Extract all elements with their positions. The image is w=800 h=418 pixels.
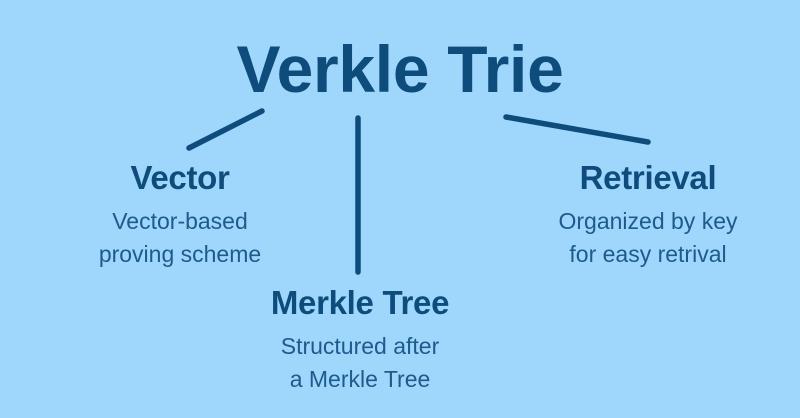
branch-node-vector: Vector Vector-based proving scheme	[30, 158, 330, 271]
branch-description-line: proving scheme	[98, 241, 262, 267]
root-node: Verkle Trie	[0, 34, 800, 104]
branch-description-line: Organized by key	[558, 208, 738, 234]
branch-description-vector: Vector-based proving scheme	[30, 205, 330, 271]
branch-node-merkle: Merkle Tree Structured after a Merkle Tr…	[210, 283, 510, 396]
branch-label-merkle: Merkle Tree	[270, 284, 450, 321]
branch-label-retrieval: Retrieval	[579, 159, 717, 196]
connector-line-vector	[186, 108, 265, 151]
branch-node-retrieval: Retrieval Organized by key for easy retr…	[498, 158, 798, 271]
branch-description-retrieval: Organized by key for easy retrival	[498, 205, 798, 271]
branch-description-line: Vector-based	[112, 208, 248, 234]
branch-description-line: Structured after	[280, 333, 440, 359]
connector-line-retrieval	[503, 114, 651, 145]
branch-description-merkle: Structured after a Merkle Tree	[210, 330, 510, 396]
branch-description-line: for easy retrival	[569, 241, 727, 267]
branch-description-line: a Merkle Tree	[289, 366, 431, 392]
root-node-label: Verkle Trie	[236, 32, 564, 106]
branch-label-vector: Vector	[130, 159, 230, 196]
